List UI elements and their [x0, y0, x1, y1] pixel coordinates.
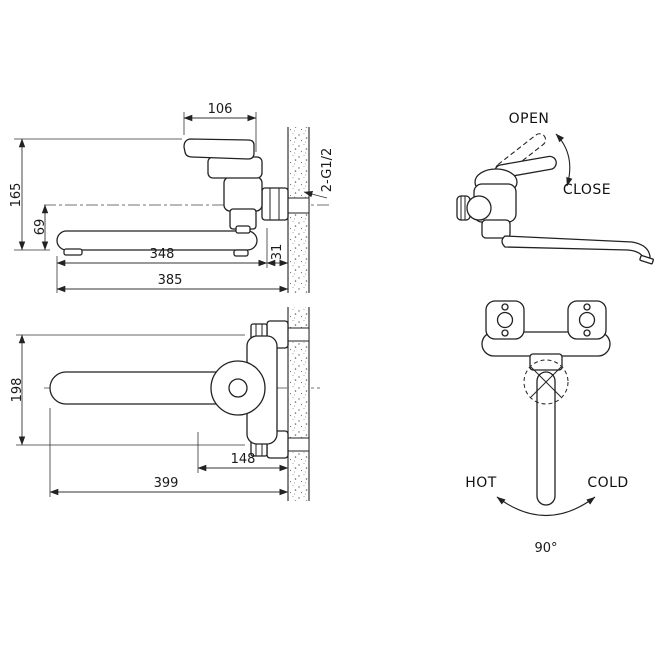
dim-total-reach-label: 385 [158, 273, 183, 288]
aerator-3q [639, 254, 654, 265]
dimension-106: 106 [183, 102, 257, 152]
dimension-thread: 2-G1/2 [303, 148, 335, 199]
screw-icon [583, 303, 591, 311]
faucet-plan [49, 320, 310, 459]
flange-hole-right [578, 311, 596, 329]
dimension-148: 148 [197, 432, 289, 473]
open-label: OPEN [509, 111, 550, 127]
inlet-pipe-lower [287, 437, 310, 452]
cold-label: COLD [587, 475, 628, 491]
wall-flange-left [485, 300, 525, 340]
dimension-399: 399 [49, 408, 289, 497]
lower-body [481, 219, 511, 239]
rotation-arc [496, 496, 596, 516]
screw-icon [501, 303, 509, 311]
dim-handle-width-label: 106 [208, 102, 233, 117]
mixer-head [207, 156, 263, 179]
wall-stipple-plan [288, 307, 309, 501]
angle-label: 90° [534, 541, 557, 556]
screw-icon [583, 329, 591, 337]
dim-wall-thickness-label: 31 [270, 244, 285, 261]
inlet-pipe [287, 197, 310, 214]
spout-front [536, 371, 556, 506]
side-view: 106 2-G1/2 165 69 348 31 385 [9, 102, 335, 293]
dimension-31: 31 [266, 244, 289, 267]
faucet-body-column [223, 176, 263, 212]
cartridge-screw [228, 378, 248, 398]
under-body-knob [233, 249, 249, 257]
dim-thread-label: 2-G1/2 [320, 148, 335, 192]
dim-body-reach-label: 148 [231, 452, 256, 467]
hot-label: HOT [465, 475, 497, 491]
rotation-arrow [555, 133, 573, 187]
dimension-385: 385 [56, 273, 289, 293]
dim-total-height-label: 165 [9, 183, 24, 208]
dimension-69: 69 [33, 204, 49, 251]
knob-collar [466, 195, 492, 221]
screw-icon [501, 329, 509, 337]
close-label: CLOSE [563, 182, 611, 198]
front-view: HOT COLD 90° [465, 300, 628, 556]
dimension-165: 165 [9, 138, 182, 251]
faucet-side [56, 138, 310, 257]
dim-plan-total-reach-label: 399 [154, 476, 179, 491]
dim-spout-height-label: 69 [33, 219, 48, 236]
spout-3q [501, 235, 651, 260]
dimension-198: 198 [10, 334, 245, 446]
wall-flange-right [567, 300, 607, 340]
inlet-pipe-upper [287, 327, 310, 342]
body-front [529, 353, 563, 371]
handle-rotation-mark [523, 359, 569, 405]
flange-hole-left [496, 311, 514, 329]
lever-handle-side [183, 138, 255, 160]
dim-spout-reach-label: 348 [150, 247, 175, 262]
handle-positions-view: OPEN CLOSE [456, 111, 654, 265]
dim-depth-label: 198 [10, 378, 25, 403]
wall-escutcheon [261, 187, 289, 221]
diverter-knob [235, 225, 251, 234]
plan-view: 198 148 399 [10, 307, 320, 501]
aerator [63, 248, 83, 256]
spout-side [56, 230, 258, 251]
